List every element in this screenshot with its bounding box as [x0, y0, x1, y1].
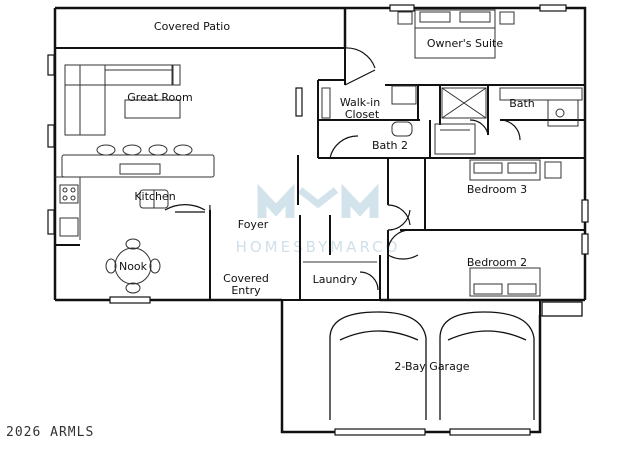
exterior-walls: [53, 6, 587, 434]
laundry-label: Laundry: [313, 273, 358, 286]
doors: [164, 47, 521, 291]
bath-fixtures: [321, 85, 583, 155]
kitchen-island: [55, 144, 215, 240]
owners-bed: [397, 9, 515, 59]
room-labels: Covered Patio Owner's Suite Great Room W…: [119, 20, 535, 373]
garage-label: 2-Bay Garage: [394, 360, 469, 373]
nook-table: [105, 238, 161, 294]
bedroom-3-label: Bedroom 3: [467, 183, 527, 196]
watermark-logo: [257, 183, 379, 218]
kitchen-label: Kitchen: [134, 190, 175, 203]
great-room-label: Great Room: [127, 91, 192, 104]
bedroom-3-bed: [469, 159, 562, 181]
windows: [47, 4, 589, 436]
bedroom-2-label: Bedroom 2: [467, 256, 527, 269]
nook-label: Nook: [119, 260, 148, 273]
foyer-label: Foyer: [238, 218, 269, 231]
owners-suite-label: Owner's Suite: [427, 37, 503, 50]
garage-cars: [329, 301, 583, 420]
watermark-text: HOMESBYMARCO: [236, 238, 401, 256]
bath-label: Bath: [509, 97, 535, 110]
interior-walls: [55, 47, 585, 318]
copyright-text: 2026 ARMLS: [6, 425, 94, 440]
covered-patio-label: Covered Patio: [154, 20, 230, 33]
bath-2-label: Bath 2: [372, 139, 408, 152]
sectional-sofa: [64, 64, 181, 136]
bedroom-2-bed: [469, 267, 541, 297]
